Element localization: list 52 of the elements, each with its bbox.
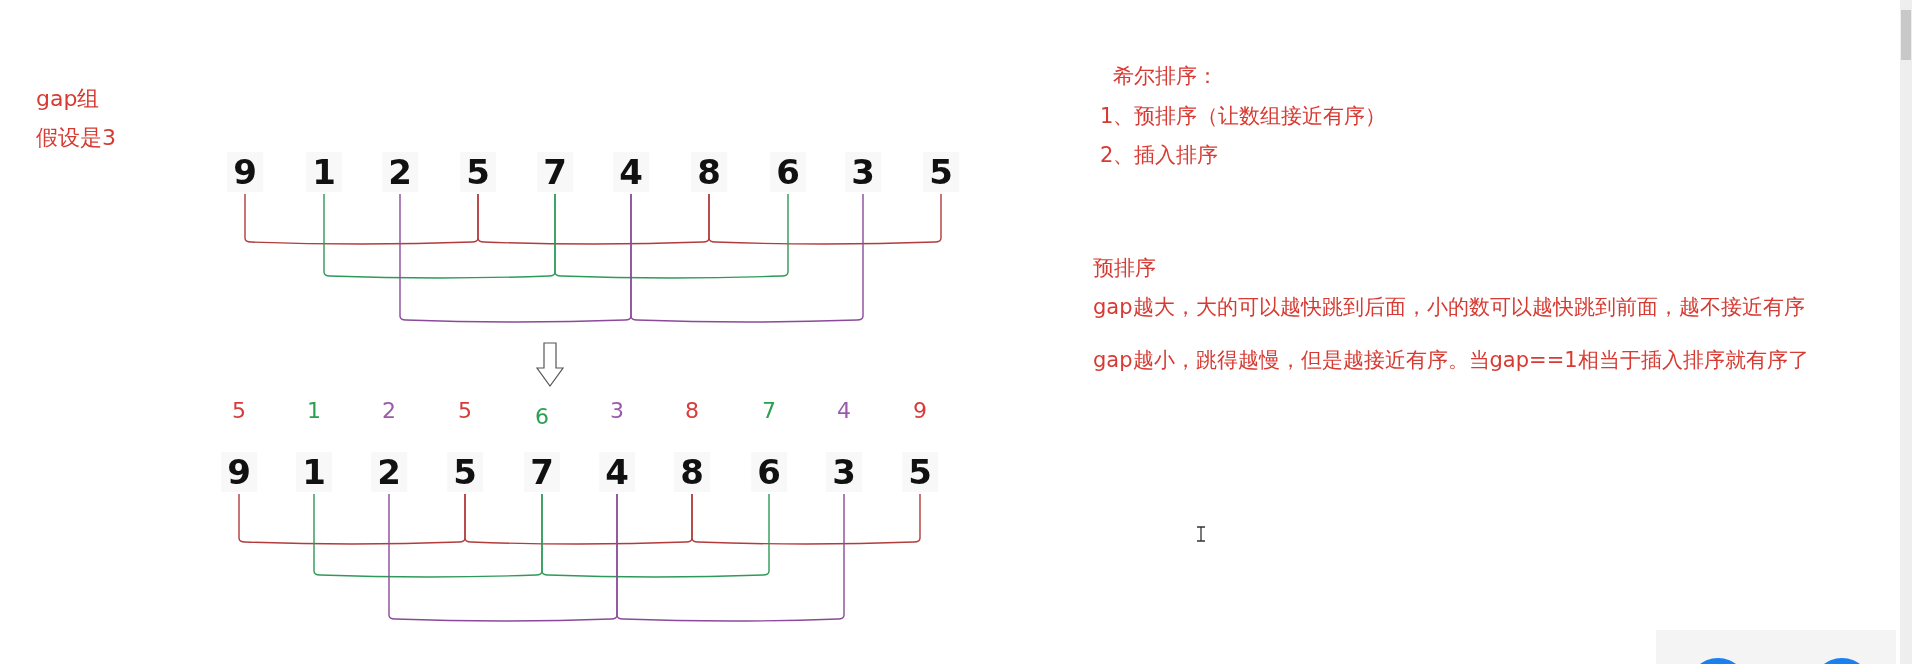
digit: 5 [447,452,483,492]
digit: 1 [296,452,332,492]
digit: 1 [306,152,342,192]
note-text: 希尔排序： [1113,63,1218,90]
note-text: 假设是3 [36,124,116,152]
bracket-line [313,493,543,578]
digit: 4 [613,152,649,192]
bracket-line [477,193,710,245]
bracket-line [541,493,770,578]
bracket-line [554,193,789,279]
note-text: 2、插入排序 [1100,142,1219,169]
result-number: 7 [762,398,776,424]
digit: 4 [599,452,635,492]
result-number: 5 [458,398,472,424]
result-number: 1 [307,398,321,424]
digit: 3 [826,452,862,492]
digit: 3 [845,152,881,192]
digit: 5 [923,152,959,192]
result-number: 6 [535,404,549,430]
bracket-line [691,493,921,545]
digit: 7 [524,452,560,492]
bracket-line [388,493,618,622]
result-number: 9 [913,398,927,424]
bracket-line [708,193,942,245]
digit: 6 [770,152,806,192]
digit: 8 [674,452,710,492]
bracket-line [630,193,864,323]
result-number: 5 [232,398,246,424]
result-number: 4 [837,398,851,424]
bracket-line [399,193,632,323]
digit: 5 [902,452,938,492]
digit: 6 [751,452,787,492]
bracket-line [323,193,556,279]
bracket-line [464,493,693,545]
digit: 5 [460,152,496,192]
digit: 8 [691,152,727,192]
note-text: gap越大，大的可以越快跳到后面，小的数可以越快跳到前面，越不接近有序 [1093,294,1805,321]
result-number: 3 [610,398,624,424]
note-text: gap组 [36,85,100,113]
result-number: 2 [382,398,396,424]
digit: 7 [537,152,573,192]
digit: 9 [221,452,257,492]
note-text: 1、预排序（让数组接近有序） [1100,103,1387,130]
digit: 2 [382,152,418,192]
note-text: gap越小，跳得越慢，但是越接近有序。当gap==1相当于插入排序就有序了 [1093,347,1809,374]
bracket-line [238,493,466,545]
digit: 9 [227,152,263,192]
bracket-line [616,493,845,622]
result-number: 8 [685,398,699,424]
bracket-line [244,193,479,245]
digit: 2 [371,452,407,492]
note-text: 预排序 [1093,255,1156,282]
